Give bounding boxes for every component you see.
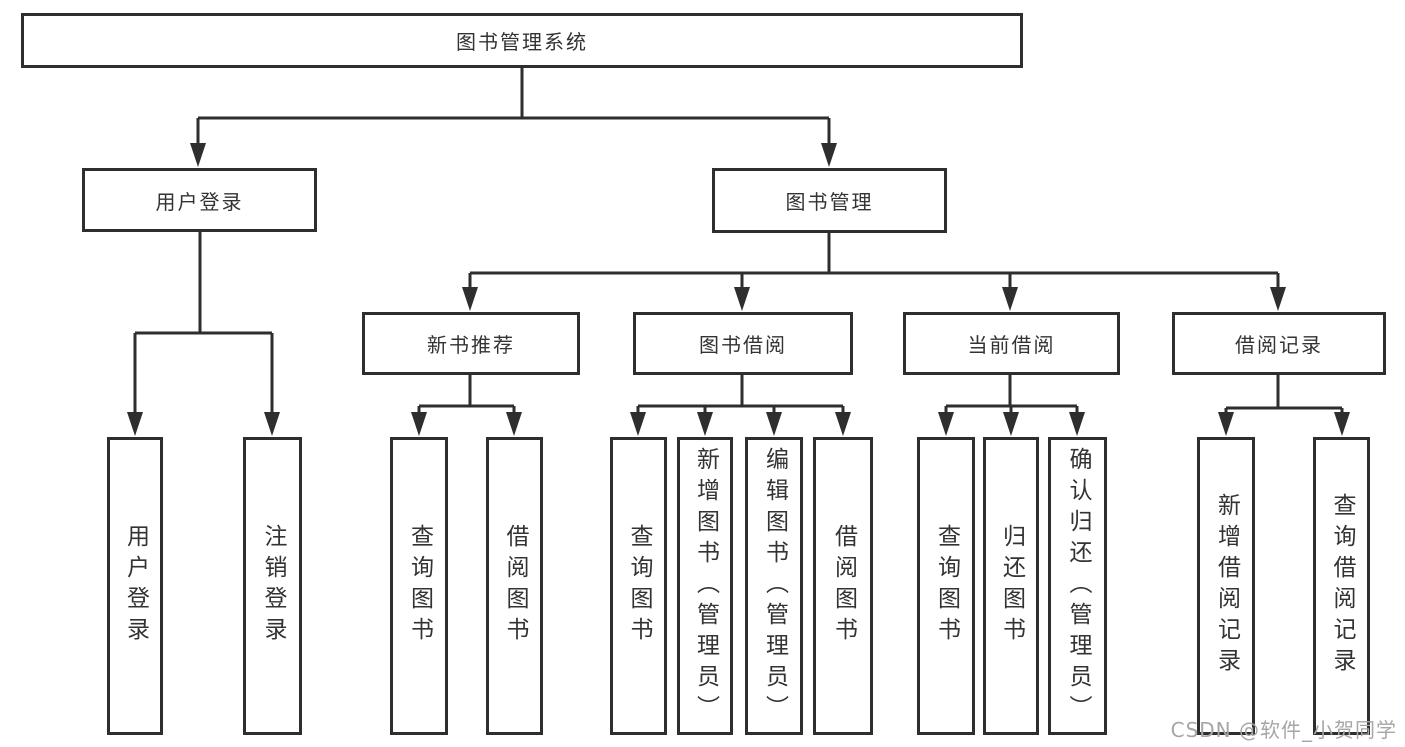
- watermark: CSDN @软件_小贺同学: [1170, 718, 1397, 742]
- node-label: 当前借阅: [967, 333, 1056, 357]
- arrow-down-icon: [821, 143, 837, 167]
- leaf-label: 借阅图书: [502, 524, 528, 648]
- node-label: 新书推荐: [427, 333, 515, 357]
- node-label: 图书管理系统: [456, 30, 588, 54]
- node-book-management: 图书管理: [712, 168, 947, 233]
- leaf-confirm-return-admin: 确认归还（管理员）: [1048, 437, 1107, 735]
- node-label: 用户登录: [155, 189, 244, 214]
- arrow-down-icon: [411, 412, 427, 436]
- arrow-down-icon: [1218, 412, 1234, 436]
- arrow-down-icon: [938, 412, 954, 436]
- arrow-down-icon: [462, 287, 478, 311]
- arrow-down-icon: [734, 287, 750, 311]
- leaf-logout: 注销登录: [243, 437, 302, 735]
- arrow-down-icon: [1270, 287, 1286, 311]
- leaf-borrow-books-recommend: 借阅图书: [486, 437, 543, 735]
- leaf-label: 注销登录: [260, 524, 286, 648]
- node-library-management-system: 图书管理系统: [21, 13, 1023, 68]
- leaf-user-login: 用户登录: [107, 437, 163, 735]
- node-new-book-recommendation: 新书推荐: [362, 312, 580, 375]
- arrow-down-icon: [835, 412, 851, 436]
- leaf-query-books-current: 查询图书: [917, 437, 975, 735]
- leaf-label: 用户登录: [122, 524, 149, 648]
- leaf-query-books-borrow: 查询图书: [610, 437, 667, 735]
- leaf-label: 查询借阅记录: [1329, 493, 1355, 679]
- leaf-label: 查询图书: [626, 524, 652, 648]
- leaf-add-books-admin: 新增图书（管理员）: [677, 437, 733, 735]
- node-label: 图书管理: [785, 190, 874, 214]
- node-book-borrowing: 图书借阅: [633, 312, 853, 375]
- arrow-down-icon: [1334, 412, 1350, 436]
- node-current-borrowing: 当前借阅: [903, 312, 1120, 375]
- arrow-down-icon: [630, 412, 646, 436]
- leaf-edit-books-admin: 编辑图书（管理员）: [745, 437, 803, 735]
- arrow-down-icon: [506, 412, 522, 436]
- node-label: 借阅记录: [1235, 333, 1323, 357]
- leaf-query-books-recommend: 查询图书: [390, 437, 448, 735]
- leaf-return-books: 归还图书: [983, 437, 1039, 735]
- arrow-down-icon: [697, 412, 713, 436]
- arrow-down-icon: [264, 412, 280, 436]
- leaf-add-borrow-record: 新增借阅记录: [1197, 437, 1255, 735]
- node-borrowing-records: 借阅记录: [1172, 312, 1386, 375]
- arrow-down-icon: [1003, 412, 1019, 436]
- leaf-label: 查询图书: [933, 524, 960, 648]
- leaf-borrow-books: 借阅图书: [813, 437, 873, 735]
- arrow-down-icon: [127, 412, 143, 436]
- node-label: 图书借阅: [699, 333, 787, 357]
- leaf-label: 借阅图书: [830, 524, 857, 648]
- arrow-down-icon: [190, 143, 206, 167]
- leaf-label: 新增借阅记录: [1213, 493, 1240, 679]
- arrow-down-icon: [1002, 287, 1018, 311]
- arrow-down-icon: [1069, 412, 1085, 436]
- node-user-login: 用户登录: [82, 168, 317, 232]
- leaf-label: 确认归还（管理员）: [1065, 446, 1091, 726]
- leaf-label: 新增图书（管理员）: [692, 446, 719, 726]
- leaf-label: 编辑图书（管理员）: [761, 446, 788, 726]
- arrow-down-icon: [766, 412, 782, 436]
- leaf-label: 归还图书: [998, 524, 1025, 648]
- leaf-label: 查询图书: [406, 524, 433, 648]
- leaf-query-borrow-record: 查询借阅记录: [1313, 437, 1370, 735]
